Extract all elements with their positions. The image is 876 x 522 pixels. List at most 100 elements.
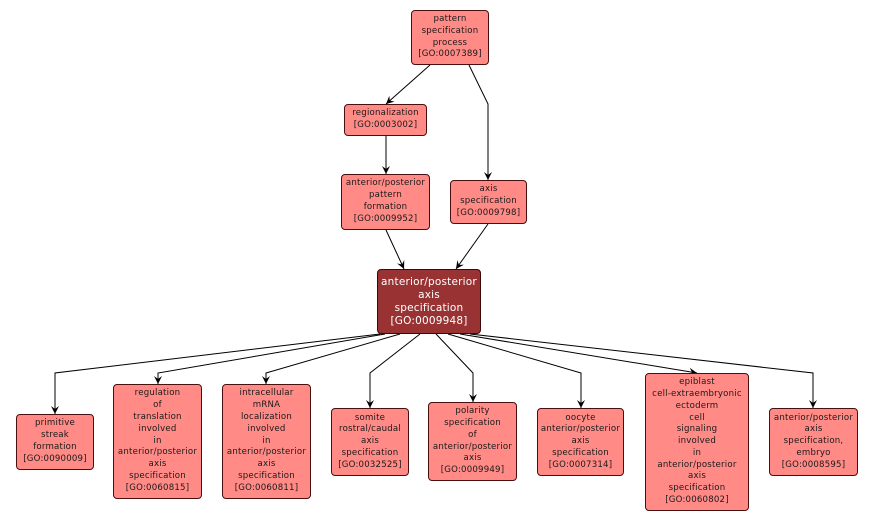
arrowhead-icon [577,400,585,408]
go-term-label-line: in [153,435,162,446]
edge-GO0009798-to-GO0009948 [455,223,489,270]
arrowhead-icon [51,406,59,414]
go-term-label-line: involved [678,436,716,447]
go-term-label-line: mRNA [252,400,281,411]
go-term-label-line: axis [804,424,823,435]
go-term-label-line: axis [571,436,590,447]
go-term-label-line: embryo [796,447,831,458]
go-term-label-line: primitive [34,418,76,429]
arrowhead-icon [456,260,464,269]
go-term-label-line: specification [460,196,517,207]
go-term-label-line: intracellular [239,388,294,399]
go-term-label-line: specification [552,447,609,458]
edge-GO0009948-to-GO0060815 [157,333,386,384]
edge-GO0007389-to-GO0003002 [385,64,431,105]
go-term-label-line: anterior/posterior [381,275,477,288]
go-term-label-line: translation [133,412,182,422]
go-term-label-line: cell-extraembryonic [652,388,742,399]
go-term-label-line: anterior/posterior [773,412,854,423]
go-term-label-line: specification [421,25,479,36]
go-term-label-line: axis [463,453,482,464]
go-term-label-line: formation [33,442,77,452]
go-term-label-line: cell [689,412,705,423]
go-term-label-line: involved [247,423,286,434]
go-term-label-line: polarity [455,406,490,417]
arrowhead-icon [154,376,162,384]
go-term-label-line: axis [479,184,498,195]
edge-GO0009952-to-GO0009948 [385,229,405,270]
go-term-label-line: specification [394,301,464,314]
go-term-label-line: rostral/caudal [339,424,401,435]
go-term-label-line: formation [363,202,408,212]
go-term-label-line: epiblast [679,377,715,388]
arrowhead-icon [386,95,395,104]
go-term-label-line: anterior/posterior [432,441,513,452]
go-term-label-line: somite [354,412,386,423]
go-term-id: [GO:0007314] [548,459,613,470]
go-term-label-line: anterior/posterior [226,447,307,458]
go-term-label-line: anterior/posterior [540,424,621,435]
go-term-label-line: specification [238,470,295,481]
go-term-id: [GO:0007389] [418,49,482,60]
go-term-label-line: pattern [369,190,402,201]
arrowhead-icon [484,172,492,180]
go-term-label-line: pattern [433,13,467,24]
go-term-id: [GO:0060811] [234,482,299,493]
arrowhead-icon [262,376,270,384]
go-term-label-line: in [262,435,271,446]
go-term-label-line: anterior/posterior [117,447,198,458]
go-term-id: [GO:0009952] [353,213,418,224]
go-term-id: [GO:0060815] [125,482,190,493]
go-term-label-line: anterior/posterior [345,178,426,189]
go-term-label-line: specification, [783,436,844,447]
go-term-id: [GO:0009798] [456,207,521,218]
go-term-id: [GO:0032525] [338,459,402,470]
edge-GO0009948-to-GO0009949 [435,333,474,402]
edge-GO0009948-to-GO0060811 [265,333,401,384]
go-term-label-line: signaling [676,424,718,435]
go-term-id: [GO:0009949] [440,465,505,476]
arrowhead-icon [366,400,374,408]
go-term-id: [GO:0009948] [390,314,468,327]
go-term-label-line: specification [668,483,726,494]
go-term-label-line: regulation [134,388,181,399]
go-term-label-line: of [468,429,477,440]
go-term-label-line: axis [418,288,440,301]
arrowhead-icon [397,260,405,269]
go-term-id: [GO:0090009] [23,453,87,464]
go-term-label-line: regionalization [352,108,419,119]
go-term-label-line: specification [129,470,186,481]
go-term-label-line: streak [41,430,69,441]
go-term-label-line: localization [240,412,293,422]
go-term-label-line: axis [687,471,707,482]
arrowhead-icon [382,166,390,174]
go-term-label-line: axis [148,459,167,470]
go-term-label-line: of [153,400,162,411]
go-term-label-line: axis [257,459,276,470]
go-term-label-line: involved [138,423,177,434]
go-term-id: [GO:0060802] [665,495,729,506]
go-term-label-line: anterior/posterior [657,459,737,470]
go-term-label-line: process [432,37,468,48]
edge-GO0007389-to-GO0009798 [468,64,489,180]
go-term-label-line: in [692,447,702,458]
go-term-label-line: oocyte [565,412,596,423]
go-term-label-line: specification [341,447,399,458]
arrowhead-icon [469,394,477,402]
go-term-node-go0003002[interactable]: regionalization[GO:0003002] [344,104,427,136]
go-term-id: [GO:0008595] [781,459,846,470]
edge-GO0009948-to-GO0008595 [469,333,814,408]
